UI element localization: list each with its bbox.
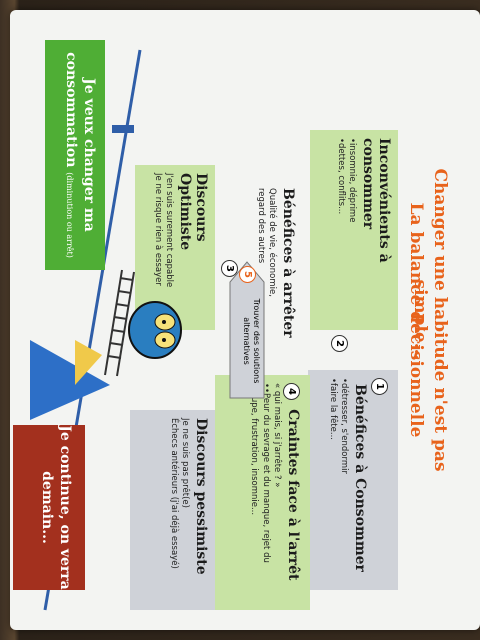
- end-label-change-note: (diminution ou arrêt): [65, 172, 75, 258]
- mascot-icon: [128, 301, 182, 359]
- weight-icon: [75, 340, 102, 385]
- end-label-continue-text: Je continue, on verra demain...: [39, 425, 74, 590]
- infographic: Changer une habitude n'est pas simple...…: [0, 10, 470, 630]
- end-label-continue: Je continue, on verra demain...: [13, 425, 85, 590]
- pivot-triangle-icon: [30, 340, 110, 420]
- ladder-icon: [104, 269, 135, 377]
- left-pillar-icon: [112, 125, 134, 133]
- arrow-shape-icon: [229, 261, 265, 399]
- arrow-box-solutions: 5 Trouver des solutions alternatives: [224, 260, 270, 400]
- end-label-change: Je veux changer ma consommation (diminut…: [45, 40, 105, 270]
